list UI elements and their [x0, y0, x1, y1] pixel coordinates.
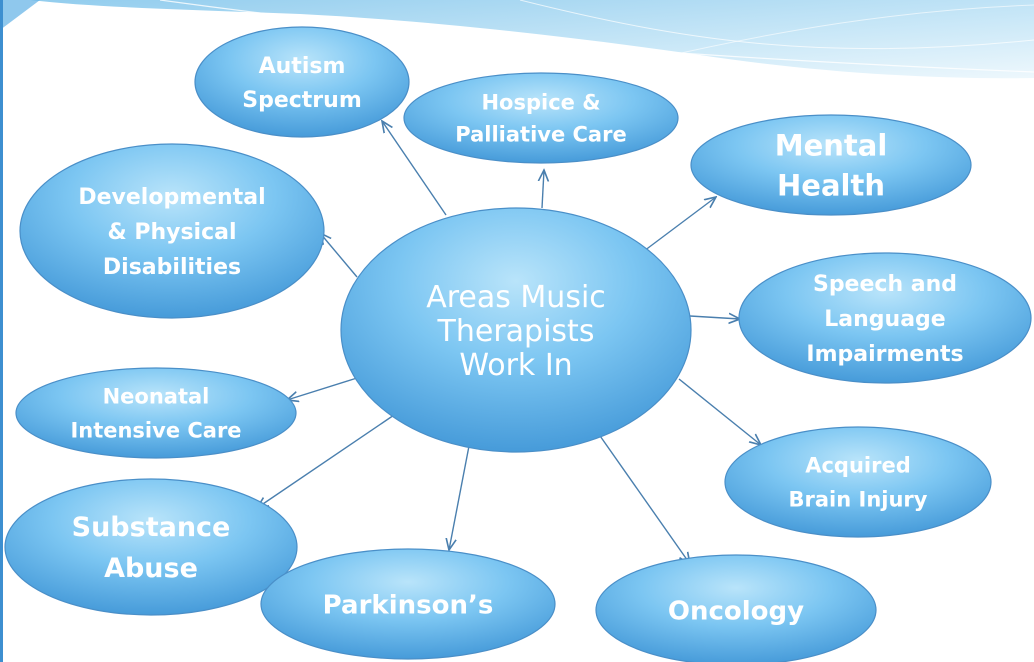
arrow-to-brain — [678, 378, 761, 445]
bubble-shape-speech — [738, 252, 1032, 384]
bubble-shape-oncology — [595, 554, 877, 662]
arrow-to-parkinsons — [449, 445, 470, 550]
mental-label-line-1: Mental — [775, 128, 888, 162]
speech-label-line-1: Speech and — [813, 272, 957, 297]
speech-label-line-2: Language — [824, 307, 945, 332]
parkinsons-label-line-1: Parkinson’s — [323, 590, 494, 620]
brain-label-line-1: Acquired — [805, 454, 911, 478]
hospice-label-line-2: Palliative Care — [455, 123, 626, 147]
oncology-label-line-1: Oncology — [668, 596, 804, 626]
bubble-shape-developmental — [19, 143, 325, 319]
arrow-to-mental — [643, 197, 716, 252]
mental-label-line-2: Health — [777, 168, 885, 202]
bubble-hospice: Hospice & Palliative Care — [403, 72, 679, 164]
substance-label-line-2: Abuse — [104, 553, 198, 584]
developmental-label-line-2: & Physical — [107, 220, 236, 245]
arrow-to-developmental — [320, 233, 358, 278]
bubble-shape-brain — [724, 426, 992, 538]
bubble-shape-mental — [690, 114, 972, 216]
arrow-to-neonatal — [287, 377, 358, 400]
bubble-shape-substance — [4, 478, 298, 616]
left-edge-rule — [0, 0, 3, 662]
developmental-label-line-1: Developmental — [78, 185, 265, 210]
speech-label-line-3: Impairments — [806, 342, 963, 367]
bubble-shape-neonatal — [15, 367, 297, 459]
center-label-line-2: Therapists — [437, 314, 595, 349]
arrow-to-autism — [382, 121, 447, 216]
top-banner-decoration — [0, 0, 1034, 79]
bubble-parkinsons: Parkinson’s — [260, 548, 556, 660]
center-label-line-1: Areas Music — [426, 280, 606, 315]
bubble-oncology: Oncology — [595, 554, 877, 662]
neonatal-label-line-2: Intensive Care — [70, 419, 241, 443]
center-label-line-3: Work In — [459, 348, 572, 383]
center-bubble-shape — [340, 207, 692, 453]
neonatal-label-line-1: Neonatal — [103, 385, 210, 409]
developmental-label-line-3: Disabilities — [103, 255, 241, 280]
bubble-shape-autism — [194, 26, 410, 138]
arrow-to-hospice — [542, 170, 544, 209]
hospice-label-line-1: Hospice & — [481, 91, 600, 115]
bubble-shape-parkinsons — [260, 548, 556, 660]
connector-arrows — [257, 121, 761, 564]
bubble-shape-hospice — [403, 72, 679, 164]
arrow-to-oncology — [597, 432, 690, 564]
autism-label-line-1: Autism — [259, 54, 346, 79]
brain-label-line-2: Brain Injury — [789, 488, 928, 512]
autism-label-line-2: Spectrum — [242, 88, 362, 113]
substance-label-line-1: Substance — [72, 512, 231, 543]
arrow-to-substance — [257, 412, 398, 508]
arrow-to-speech — [689, 316, 740, 319]
